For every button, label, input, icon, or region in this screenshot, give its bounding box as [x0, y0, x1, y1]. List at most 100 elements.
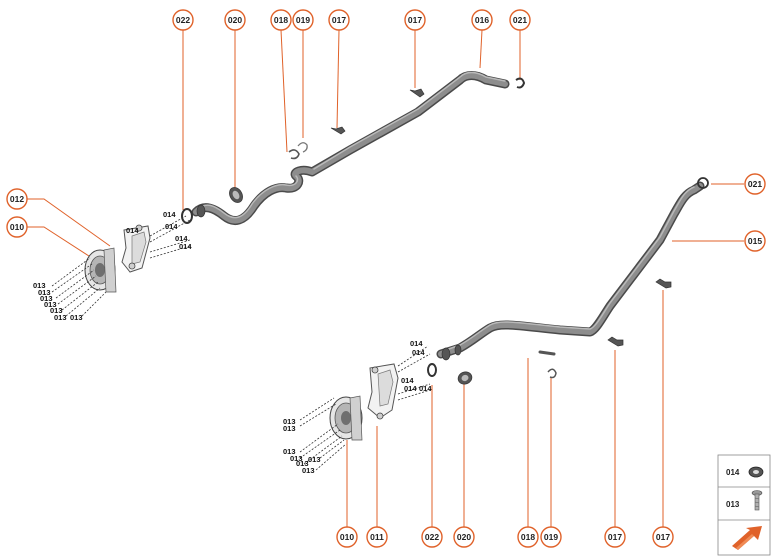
callout-020-top[interactable]: 020: [224, 9, 246, 31]
orange-arrow-icon[interactable]: [732, 526, 762, 550]
leader-017-top-a: [336, 29, 340, 129]
callout-017-top-b[interactable]: 017: [404, 9, 426, 31]
callout-018-bottom[interactable]: 018: [517, 526, 539, 548]
callout-019-bottom[interactable]: 019: [540, 526, 562, 548]
part-number-labels: 014 014 014 014 014 013 013 013 013 013 …: [33, 210, 432, 475]
label-014-a: 014: [163, 210, 176, 219]
label-014-e: 014: [179, 242, 192, 251]
callout-022-top[interactable]: 022: [172, 9, 194, 31]
callout-019-top[interactable]: 019: [292, 9, 314, 31]
svg-text:012: 012: [10, 194, 24, 204]
clamp-017-top-b: [409, 88, 425, 98]
svg-text:020: 020: [228, 15, 242, 25]
svg-text:022: 022: [176, 15, 190, 25]
o-ring-022-bottom: [427, 363, 437, 377]
label-014-j: 014: [419, 384, 432, 393]
legend-code-013: 013: [726, 500, 740, 509]
screw-icon: [751, 490, 763, 511]
svg-text:021: 021: [513, 15, 527, 25]
lower-flange-assembly: [299, 345, 431, 471]
svg-text:016: 016: [475, 15, 489, 25]
clip-019-bottom: [547, 368, 557, 379]
svg-text:017: 017: [608, 532, 622, 542]
callouts: 022 020 018 019 017 017 016 021: [6, 9, 766, 548]
svg-text:017: 017: [656, 532, 670, 542]
label-014-f: 014: [410, 339, 423, 348]
svg-text:017: 017: [332, 15, 346, 25]
callout-018-top[interactable]: 018: [270, 9, 292, 31]
svg-text:011: 011: [370, 532, 384, 542]
svg-text:019: 019: [296, 15, 310, 25]
callout-021-top[interactable]: 021: [509, 9, 531, 31]
callout-010-left[interactable]: 010: [6, 216, 28, 238]
callout-021-right[interactable]: 021: [744, 173, 766, 195]
clamp-017-bottom-a: [607, 336, 624, 347]
callout-022-bottom[interactable]: 022: [421, 526, 443, 548]
svg-text:019: 019: [544, 532, 558, 542]
label-014-g: 014: [412, 348, 425, 357]
leader-012: [27, 198, 111, 247]
screw-guides-lower: [299, 345, 431, 471]
upper-flange-assembly: [51, 215, 191, 317]
washer-icon: [748, 466, 764, 478]
label-014-h: 014: [401, 376, 414, 385]
label-014-b: 014: [165, 222, 178, 231]
upper-hose-016: [191, 71, 510, 226]
callout-016[interactable]: 016: [471, 9, 493, 31]
svg-text:021: 021: [748, 179, 762, 189]
clamp-017-top-a: [330, 126, 346, 135]
label-014-d: 014: [175, 234, 188, 243]
callout-012[interactable]: 012: [6, 188, 28, 210]
label-013-l: 013: [296, 459, 309, 468]
legend-item-014[interactable]: 014: [726, 466, 764, 478]
label-013-n: 013: [302, 466, 315, 475]
o-ring-022-top: [181, 208, 193, 224]
label-013-m: 013: [308, 455, 321, 464]
label-013-d: 013: [44, 300, 57, 309]
leader-lines: [27, 29, 744, 527]
label-013-j: 013: [283, 447, 296, 456]
leader-018-top: [280, 29, 288, 153]
svg-text:015: 015: [748, 236, 762, 246]
label-013-e: 013: [50, 306, 63, 315]
label-013-i: 013: [283, 424, 296, 433]
leader-010-left: [27, 226, 93, 259]
callout-010-bottom[interactable]: 010: [336, 526, 358, 548]
clip-021-top: [515, 77, 526, 89]
label-013-b: 013: [38, 288, 51, 297]
clip-019-top: [297, 142, 308, 153]
label-013-h: 013: [283, 417, 296, 426]
clip-018-top: [288, 149, 300, 160]
callout-015[interactable]: 015: [744, 230, 766, 252]
hose-end-cuff: [196, 204, 206, 218]
clip-018-bottom: [538, 350, 556, 356]
svg-text:010: 010: [340, 532, 354, 542]
svg-text:020: 020: [457, 532, 471, 542]
label-013-k: 013: [290, 454, 303, 463]
label-014-c: 014: [126, 226, 139, 235]
label-013-c: 013: [40, 294, 53, 303]
svg-text:010: 010: [10, 222, 24, 232]
label-013-f: 013: [54, 313, 67, 322]
svg-text:018: 018: [521, 532, 535, 542]
label-014-i: 014: [404, 384, 417, 393]
upper-small-parts: [181, 77, 526, 224]
label-013-a: 013: [33, 281, 46, 290]
lower-hose-015: [436, 181, 705, 361]
callout-020-bottom[interactable]: 020: [453, 526, 475, 548]
callout-011[interactable]: 011: [366, 526, 388, 548]
svg-text:017: 017: [408, 15, 422, 25]
callout-017-top-a[interactable]: 017: [328, 9, 350, 31]
leader-016: [479, 29, 483, 69]
clip-021-right: [697, 177, 709, 189]
legend-item-013[interactable]: 013: [726, 490, 763, 511]
svg-text:018: 018: [274, 15, 288, 25]
lower-small-parts: [427, 177, 709, 385]
callout-017-bottom-b[interactable]: 017: [652, 526, 674, 548]
callout-017-bottom-a[interactable]: 017: [604, 526, 626, 548]
label-013-g: 013: [70, 313, 83, 322]
clamp-017-bottom-b: [655, 278, 672, 289]
svg-text:022: 022: [425, 532, 439, 542]
